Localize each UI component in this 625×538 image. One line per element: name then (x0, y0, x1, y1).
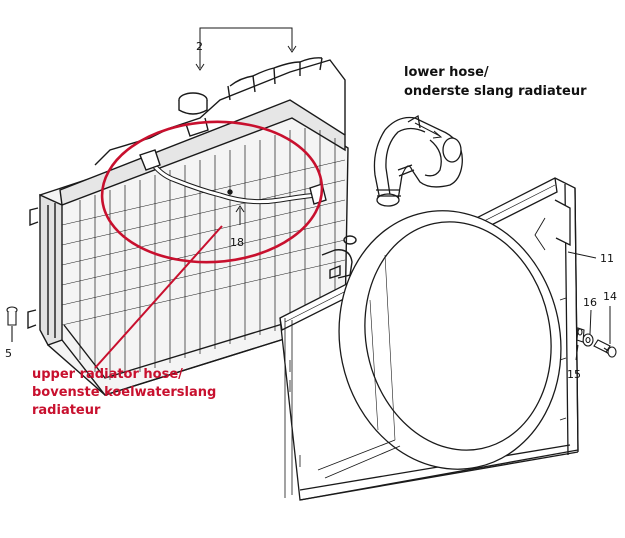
fan-shroud (279, 177, 579, 501)
lower-hose-callout: lower hose/ onderste slang radiateur (404, 65, 587, 99)
upper-hose-label-line3: radiateur (32, 403, 101, 418)
part-number-5: 5 (5, 347, 12, 360)
upper-hose-label-line2: bovenste koelwaterslang (32, 385, 216, 400)
leader-part-11 (567, 251, 597, 259)
bolt-part-5 (6, 306, 18, 342)
leader-lower-hose (414, 122, 443, 139)
part-number-2: 2 (196, 40, 203, 53)
upper-hose-label-line1: upper radiator hose/ (32, 367, 183, 382)
upper-hose-highlight (100, 120, 324, 264)
lower-hose (373, 114, 463, 207)
part-number-11: 11 (600, 252, 614, 265)
leaders-14-15-16 (575, 306, 611, 361)
upper-hose-callout: upper radiator hose/ bovenste koelwaters… (32, 367, 216, 418)
part-number-18: 18 (230, 236, 244, 249)
leader-part-2 (195, 27, 297, 71)
lower-hose-label-line1: lower hose/ (404, 65, 489, 80)
part-number-14: 14 (603, 290, 617, 303)
lower-hose-label-line2: onderste slang radiateur (404, 84, 587, 99)
leader-part-18 (235, 205, 245, 225)
fasteners-14-15-16 (576, 327, 617, 358)
part-number-15: 15 (567, 368, 581, 381)
upper-hose-leader-line (94, 225, 223, 369)
radiator (27, 57, 357, 396)
part-number-16: 16 (583, 296, 597, 309)
